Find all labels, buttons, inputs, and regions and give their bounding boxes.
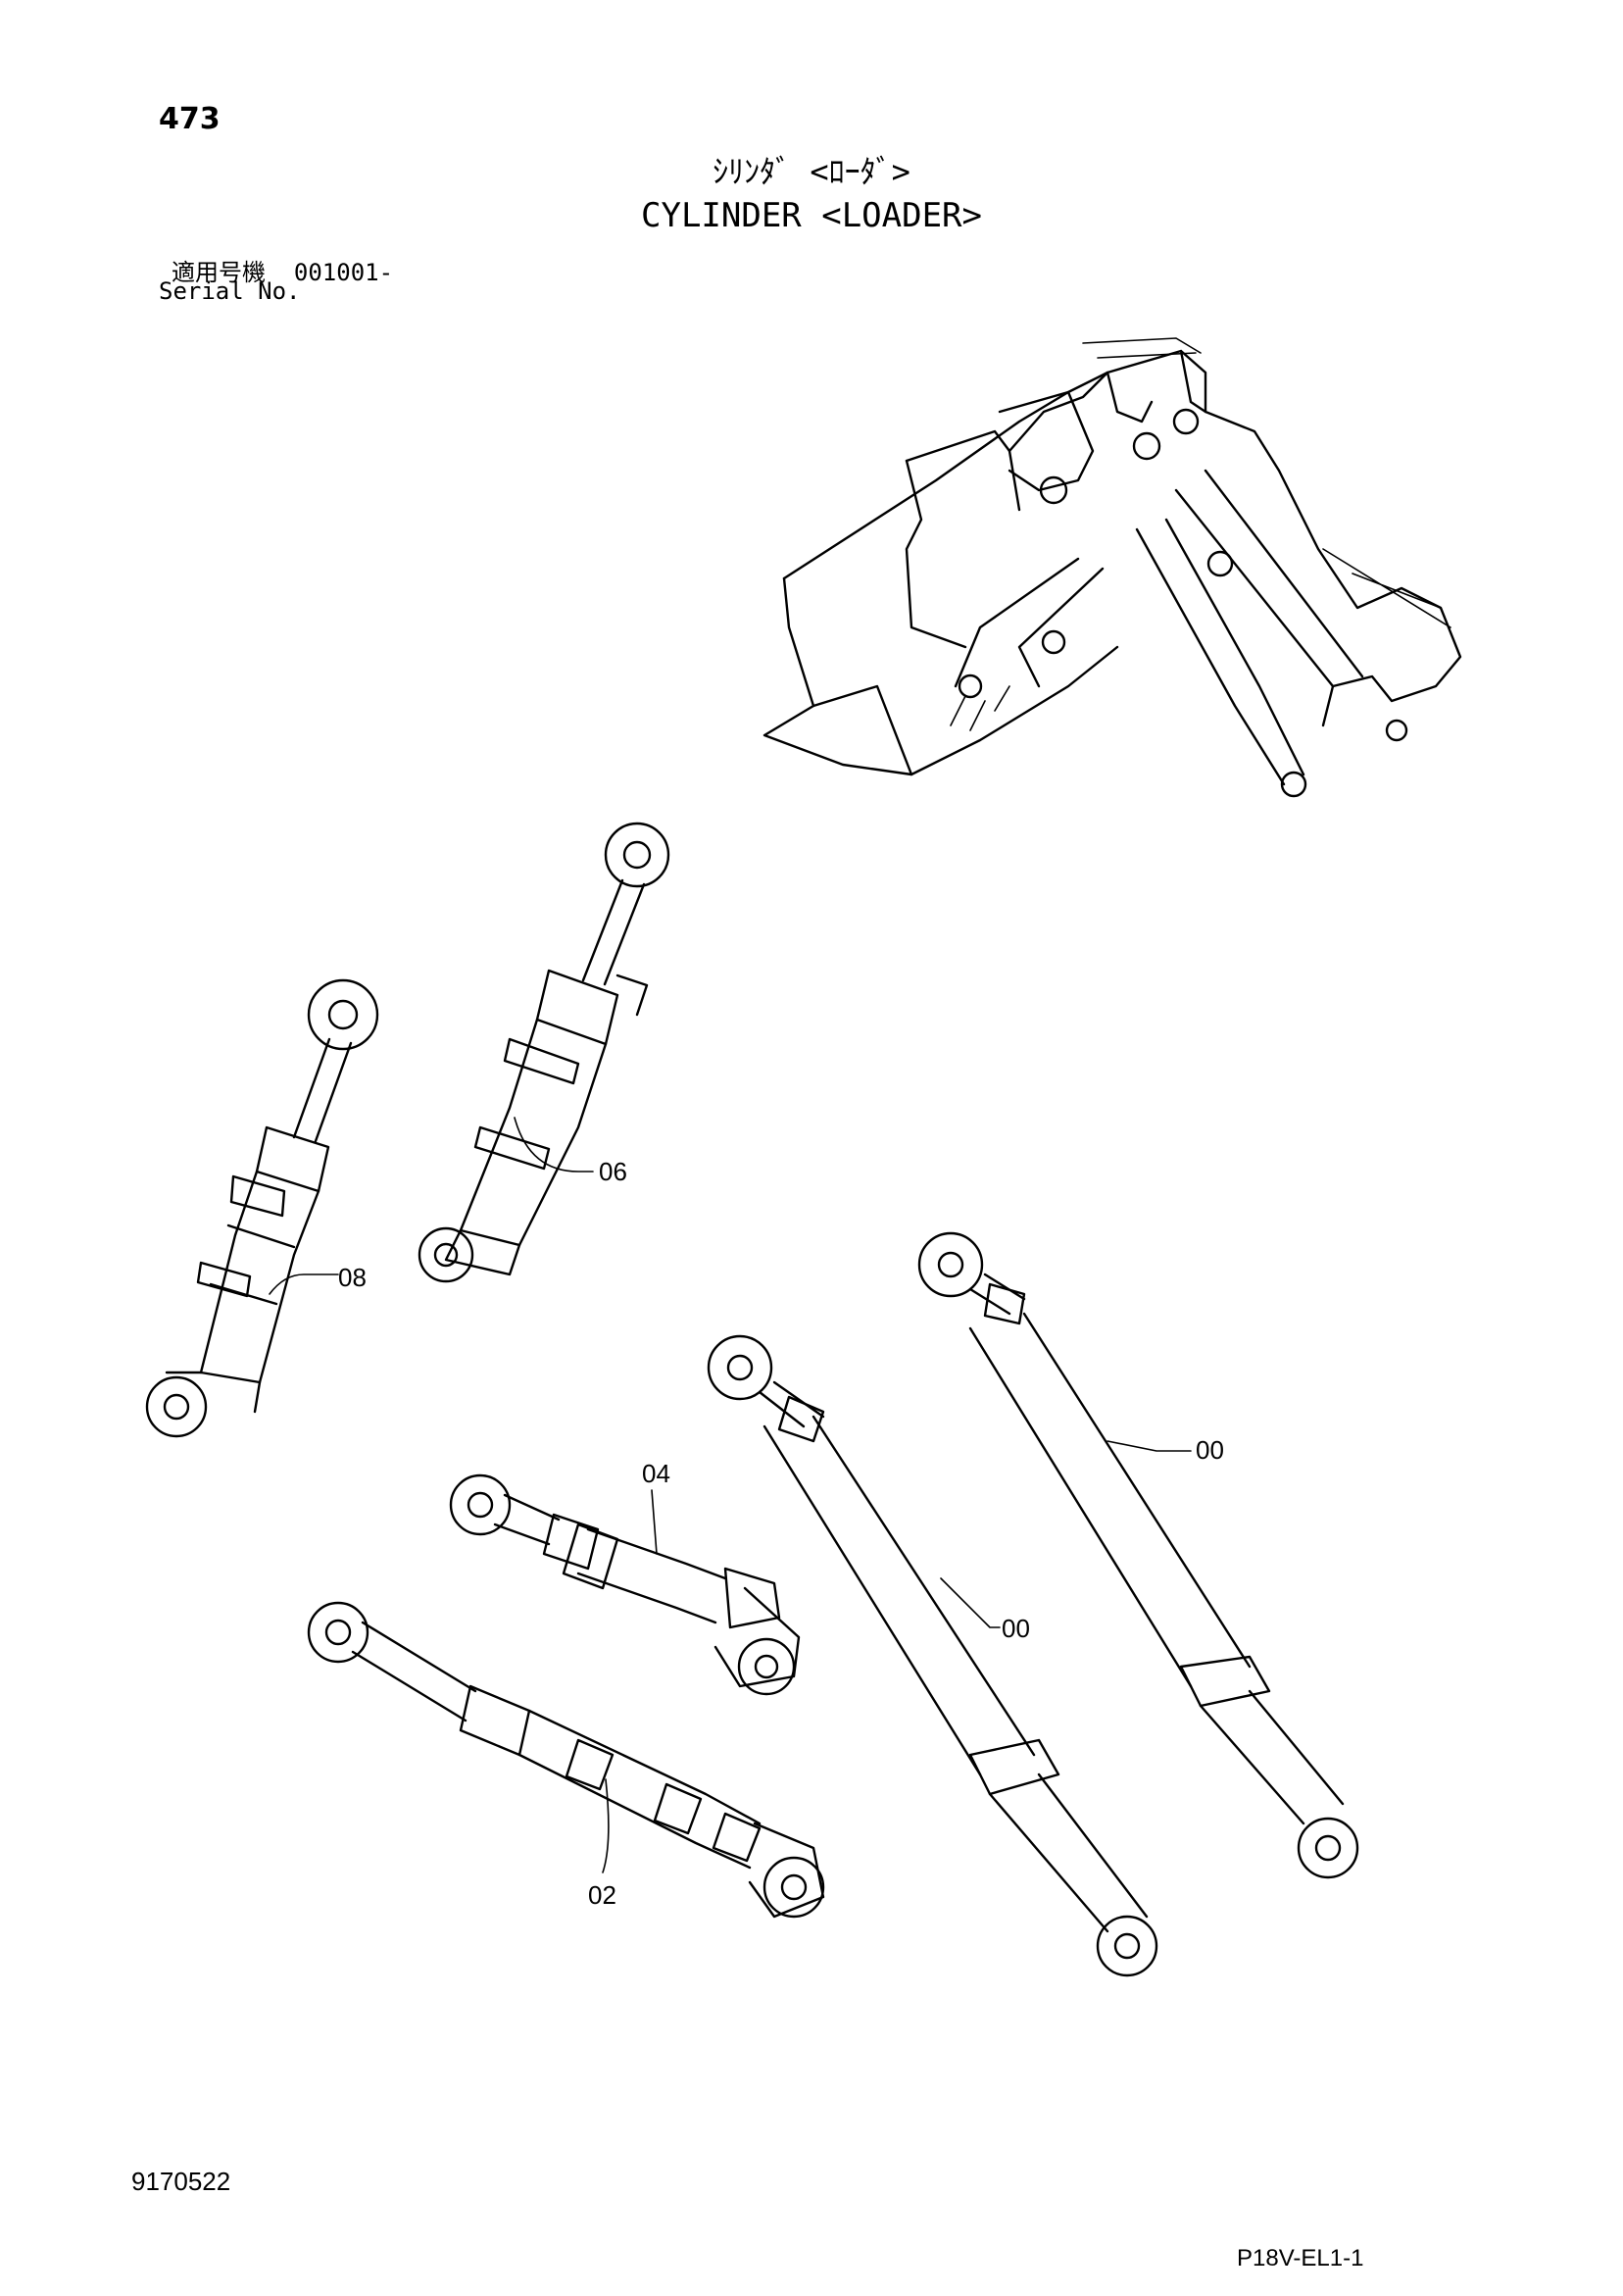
cylinder-08 — [145, 978, 379, 1438]
serial-label-jp: 適用号機 — [172, 259, 266, 286]
title-japanese: ｼﾘﾝﾀﾞ <ﾛｰﾀﾞ> — [713, 153, 910, 190]
callout-04: 04 — [642, 1459, 670, 1488]
page-number: 473 — [159, 102, 221, 136]
callout-06: 06 — [599, 1157, 627, 1186]
title-english: CYLINDER <LOADER> — [641, 196, 982, 235]
callout-00-right: 00 — [1196, 1435, 1224, 1465]
callout-08: 08 — [338, 1263, 367, 1292]
callout-02: 02 — [588, 1880, 616, 1910]
cylinder-04 — [449, 1473, 801, 1696]
callout-00-middle: 00 — [1002, 1614, 1030, 1643]
callout-leaders — [269, 1117, 1192, 1873]
sheet-code: P18V-EL1-1 — [1237, 2245, 1364, 2271]
serial-value: 001001- — [293, 259, 394, 286]
machine-overview — [762, 337, 1462, 798]
document-code: 9170522 — [131, 2167, 231, 2196]
serial-line-japanese: 適用号機 001001- — [172, 253, 393, 287]
cylinder-02 — [307, 1601, 825, 1919]
cylinder-06 — [418, 822, 670, 1283]
serial-label-english: Serial No. — [159, 277, 301, 305]
cylinder-00-middle — [707, 1334, 1158, 1977]
cylinder-00-right — [917, 1231, 1359, 1879]
